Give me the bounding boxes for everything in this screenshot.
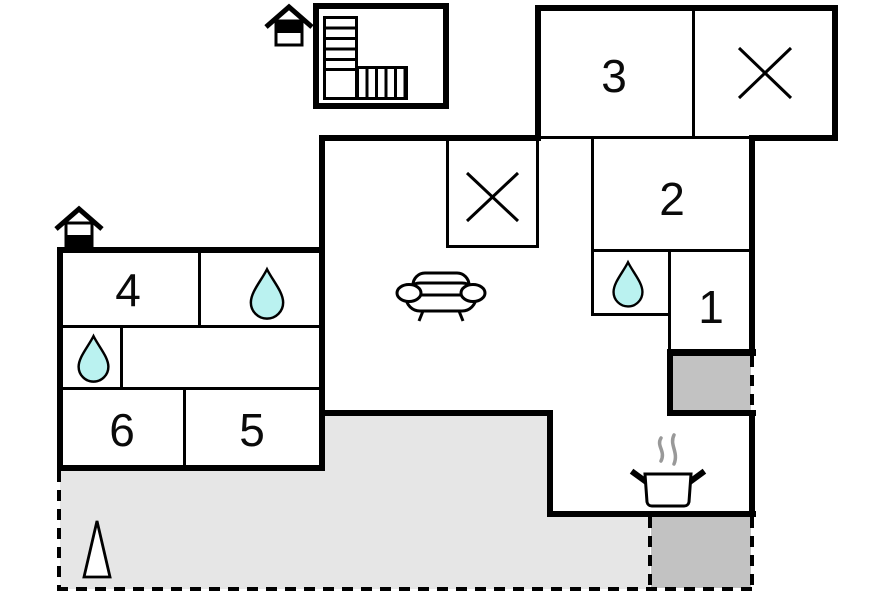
exterior-wall-right xyxy=(749,135,755,356)
terrace-area xyxy=(322,416,550,589)
exterior-wall-top xyxy=(535,5,838,11)
exterior-wall-bottom xyxy=(750,135,838,141)
tree-icon xyxy=(82,520,112,579)
room-number-1: 1 xyxy=(698,281,724,333)
interior-wall xyxy=(541,136,750,139)
garage-wall-bottom xyxy=(313,103,449,109)
room-number-4: 4 xyxy=(115,264,141,316)
interior-wall xyxy=(446,141,449,248)
room-number-3: 3 xyxy=(601,50,627,102)
kitchen-wall-right xyxy=(749,410,755,517)
garage-wall-left xyxy=(313,3,319,109)
interior-wall xyxy=(536,141,539,248)
water-drop-icon xyxy=(612,259,644,308)
garage-wall-top xyxy=(313,3,449,9)
water-drop-icon xyxy=(77,333,110,383)
exterior-wall-left-wing-top xyxy=(57,247,325,253)
cooking-pot-icon xyxy=(629,433,707,508)
crossed-window-icon xyxy=(465,171,520,223)
staircase-icon xyxy=(356,66,408,100)
terrace-wall-top xyxy=(319,410,553,416)
house-entrance-icon xyxy=(264,3,314,47)
sofa-icon xyxy=(395,271,487,322)
balcony-wall-left xyxy=(667,349,673,416)
exterior-wall-left xyxy=(535,5,541,141)
terrace-dashed-border-bottom xyxy=(57,587,756,591)
exterior-wall-right xyxy=(832,5,838,141)
interior-wall xyxy=(198,253,201,328)
interior-wall xyxy=(591,249,752,252)
balcony-wall-top xyxy=(667,349,756,356)
staircase-icon xyxy=(323,16,358,71)
room-number-2: 2 xyxy=(659,173,685,225)
interior-wall xyxy=(591,313,671,316)
interior-wall xyxy=(57,387,322,390)
exterior-wall-vertical xyxy=(319,135,325,471)
kitchen-wall-bottom xyxy=(547,511,756,517)
water-drop-icon xyxy=(249,266,285,320)
interior-wall xyxy=(60,325,322,328)
interior-wall xyxy=(668,249,671,352)
room-number-6: 6 xyxy=(109,404,135,456)
terrace-area xyxy=(550,517,650,589)
terrace-dashed-border-left xyxy=(57,471,61,589)
house-entrance-icon xyxy=(54,205,104,249)
room-number-5: 5 xyxy=(239,404,265,456)
interior-wall xyxy=(692,11,695,138)
garage-wall-right xyxy=(443,3,449,109)
balcony-wall-bottom xyxy=(667,410,756,416)
balcony-dashed-border-right xyxy=(750,356,754,412)
staircase-landing-icon xyxy=(323,68,358,100)
interior-wall xyxy=(591,139,594,316)
balcony-area xyxy=(673,356,751,411)
crossed-window-icon xyxy=(737,46,793,100)
exterior-wall-left xyxy=(57,247,63,471)
patio-dashed-border-left xyxy=(648,517,652,589)
patio-area xyxy=(651,517,751,588)
exterior-wall-vertical xyxy=(547,410,553,517)
interior-wall xyxy=(446,245,539,248)
exterior-wall-top-middle xyxy=(319,135,541,141)
patio-dashed-border-right xyxy=(750,517,754,589)
exterior-wall-left-wing-bottom xyxy=(57,465,325,471)
interior-wall xyxy=(120,328,123,390)
interior-wall xyxy=(183,390,186,468)
